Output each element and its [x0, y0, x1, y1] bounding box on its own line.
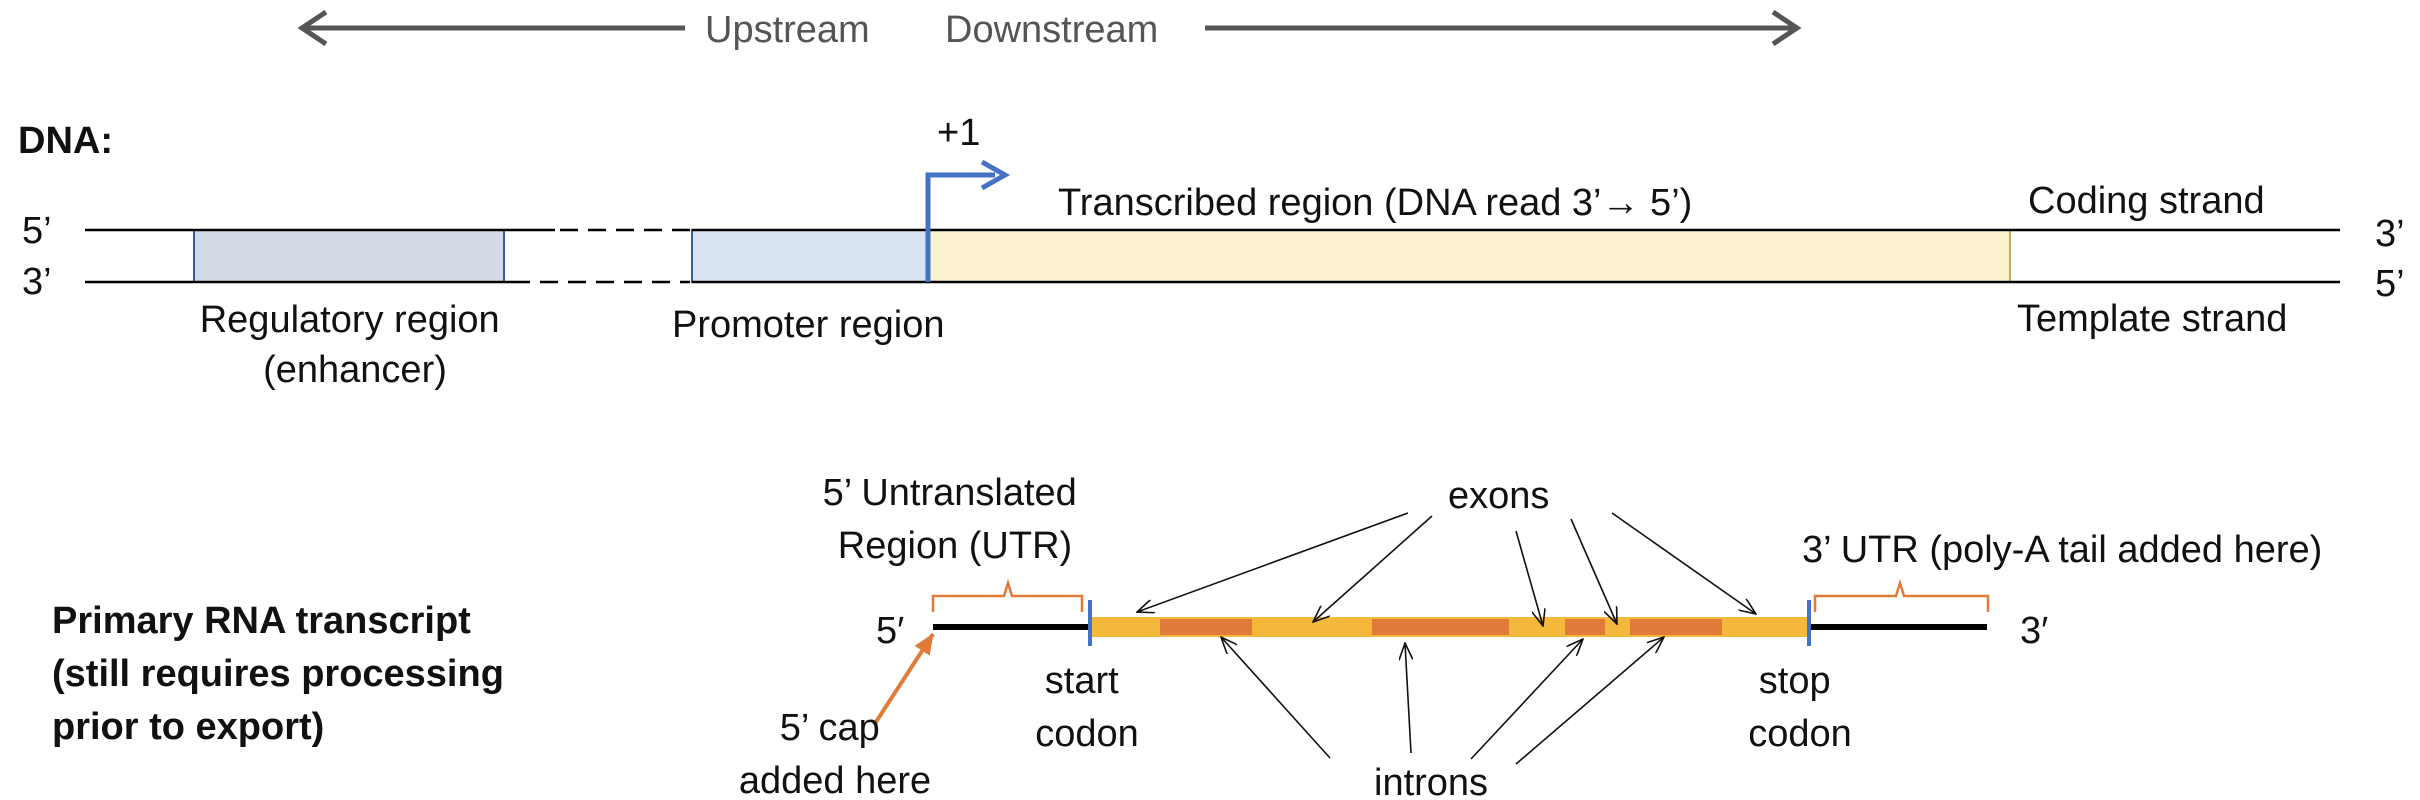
stop-codon-label: stop codon: [1748, 660, 1852, 755]
regulatory-region-box: [193, 229, 505, 283]
rna-title-line1: Primary RNA transcript: [52, 600, 471, 642]
exon-arrow-5: [1611, 512, 1756, 614]
coding-strand-label: Coding strand: [2028, 180, 2265, 222]
intron-3: [1565, 619, 1605, 635]
regulatory-region-line1: Regulatory region: [200, 299, 500, 341]
rna-title-line2: (still requires processing: [52, 653, 504, 695]
stop-codon-line2: codon: [1748, 713, 1852, 755]
upstream-arrowhead: [297, 9, 328, 47]
utr5-label: 5’ Untranslated Region (UTR): [823, 472, 1088, 567]
exon-arrow-1: [1137, 512, 1409, 612]
cap-label-line1: 5’ cap: [780, 707, 880, 749]
dna-bottom-left-end: 3’: [22, 261, 52, 303]
utr3-label: 3’ UTR (poly-A tail added here): [1802, 529, 2322, 571]
cap-label: 5’ cap added here: [739, 707, 931, 800]
exon-arrow-2: [1313, 515, 1433, 622]
rna-title: Primary RNA transcript (still requires p…: [52, 600, 514, 748]
stop-codon-line1: stop: [1759, 660, 1831, 702]
dna-title: DNA:: [18, 120, 113, 162]
cap-arrow: [872, 632, 935, 727]
tss-arrow: [925, 172, 995, 282]
tss-arrowhead: [980, 159, 1011, 191]
cap-label-line2: added here: [739, 760, 931, 800]
intron-arrow-1: [1221, 637, 1331, 759]
start-codon-line2: codon: [1035, 713, 1139, 755]
dna-top-right-end: 3’: [2375, 213, 2405, 255]
utr3-brace: [1813, 578, 1990, 612]
dna-bottom-right-end: 5’: [2375, 263, 2405, 305]
direction-arrows: Upstream Downstream: [297, 9, 1802, 51]
downstream-arrowhead: [1771, 9, 1802, 47]
template-strand-label: Template strand: [2017, 298, 2287, 340]
intron-4: [1630, 619, 1722, 635]
transcribed-region-box: [927, 229, 2011, 283]
exons-label: exons: [1448, 475, 1549, 517]
exon-arrow-3: [1515, 530, 1543, 626]
upstream-label: Upstream: [705, 9, 870, 51]
promoter-region-label: Promoter region: [672, 304, 944, 346]
regulatory-region-line2: (enhancer): [263, 349, 447, 391]
rna-five-prime: 5′: [876, 610, 904, 652]
intron-1: [1160, 619, 1252, 635]
start-codon-label: start codon: [1035, 660, 1139, 755]
start-codon-line1: start: [1045, 660, 1119, 702]
intron-arrow-4: [1515, 637, 1664, 765]
exon-arrow-4: [1570, 518, 1617, 624]
introns-label: introns: [1374, 762, 1488, 800]
intron-arrow-2: [1405, 643, 1411, 754]
rna-three-prime: 3′: [2020, 610, 2048, 652]
intron-2: [1372, 619, 1509, 635]
rna-title-line3: prior to export): [52, 706, 324, 748]
dna-top-left-end: 5’: [22, 210, 52, 252]
tss-label: +1: [937, 112, 980, 154]
utr5-label-line2: Region (UTR): [838, 525, 1072, 567]
promoter-region-box: [691, 229, 929, 283]
rna-section: Primary RNA transcript (still requires p…: [52, 472, 2322, 800]
regulatory-region-label: Regulatory region (enhancer): [200, 299, 511, 391]
utr5-label-line1: 5’ Untranslated: [823, 472, 1077, 514]
intron-arrow-3: [1470, 639, 1583, 760]
transcribed-region-label: Transcribed region (DNA read 3’→ 5’): [1058, 182, 1692, 224]
downstream-label: Downstream: [945, 9, 1158, 51]
dna-section: DNA: 5’ 3’ 3’ 5’ +1 Transcribed region (…: [18, 112, 2405, 391]
utr5-brace: [931, 578, 1084, 612]
